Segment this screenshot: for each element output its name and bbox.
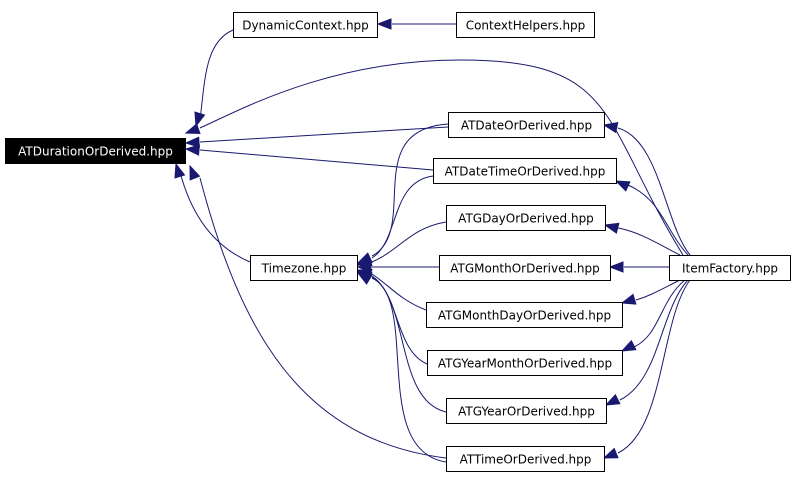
edge-line [619, 279, 689, 401]
node-box [5, 138, 186, 164]
edge-itemfactory-to-atdate [602, 122, 691, 256]
node-atgmonthday[interactable]: ATGMonthDayOrDerived.hpp [426, 302, 623, 328]
arrowhead-icon [194, 111, 206, 128]
edge-itemfactory-to-atgyear [604, 279, 689, 406]
edges-layer [174, 18, 691, 463]
edge-atdate-to-atduration [184, 126, 449, 148]
edge-atdatetime-to-atduration [184, 144, 434, 171]
node-box [250, 255, 358, 281]
edge-attime-to-atduration [189, 164, 447, 459]
edge-line [199, 59, 684, 256]
edge-line [617, 227, 681, 256]
node-box [439, 255, 611, 281]
edge-line [371, 221, 447, 263]
arrowhead-icon [604, 393, 621, 406]
edge-line [635, 279, 681, 301]
edge-line [371, 123, 449, 257]
edge-dynamiccontext-to-atduration [194, 29, 234, 128]
edge-atgyearmonth-to-timezone [356, 270, 428, 365]
node-label: DynamicContext.hpp [242, 19, 369, 33]
node-label: ATGYearOrDerived.hpp [458, 405, 595, 419]
node-atduration[interactable]: ATDurationOrDerived.hpp [5, 138, 186, 164]
arrowhead-icon [620, 293, 637, 305]
edge-itemfactory-to-atdatetime [614, 180, 689, 256]
node-label: ATDateTimeOrDerived.hpp [445, 165, 606, 179]
node-box [446, 205, 606, 231]
edge-line [199, 126, 449, 143]
arrowhead-icon [608, 261, 624, 273]
arrowhead-icon [614, 180, 631, 192]
node-label: ATGMonthDayOrDerived.hpp [438, 309, 611, 323]
edge-line [633, 279, 686, 348]
edge-itemfactory-to-atduration [184, 59, 684, 256]
arrowhead-icon [602, 122, 619, 134]
edge-line [199, 29, 234, 121]
arrowhead-icon [184, 136, 200, 148]
edge-line [371, 276, 447, 413]
edge-itemfactory-to-atgday [603, 222, 681, 256]
node-box [433, 158, 617, 184]
edge-line [371, 277, 447, 463]
node-box [669, 255, 791, 281]
node-label: ATDurationOrDerived.hpp [18, 145, 173, 159]
arrowhead-icon [184, 123, 201, 134]
edge-atdatetime-to-timezone [356, 175, 434, 265]
node-box [233, 12, 378, 38]
edge-line [371, 273, 427, 311]
edge-itemfactory-to-atgyearmonth [620, 279, 686, 352]
edge-contexthelpers-to-dynamiccontext [376, 18, 456, 30]
node-label: Timezone.hpp [261, 262, 347, 276]
edge-itemfactory-to-atgmonth [608, 261, 669, 273]
arrowhead-icon [602, 447, 619, 459]
node-atgyear[interactable]: ATGYearOrDerived.hpp [446, 398, 607, 424]
edge-line [199, 177, 447, 459]
edge-line [617, 279, 691, 454]
arrowhead-icon [603, 222, 620, 234]
node-dynamiccontext[interactable]: DynamicContext.hpp [233, 12, 378, 38]
node-label: ATGDayOrDerived.hpp [458, 212, 594, 226]
node-atdatetime[interactable]: ATDateTimeOrDerived.hpp [433, 158, 617, 184]
edge-itemfactory-to-attime [602, 279, 691, 459]
node-atgmonth[interactable]: ATGMonthOrDerived.hpp [439, 255, 611, 281]
node-box [427, 350, 623, 376]
node-atdate[interactable]: ATDateOrDerived.hpp [448, 112, 605, 138]
edge-atgday-to-timezone [356, 221, 447, 266]
node-box [446, 398, 607, 424]
node-label: ATDateOrDerived.hpp [461, 119, 592, 133]
edge-line [199, 149, 434, 171]
node-itemfactory[interactable]: ItemFactory.hpp [669, 255, 791, 281]
edge-line [627, 184, 689, 256]
arrowhead-icon [620, 339, 637, 352]
node-box [426, 302, 623, 328]
node-label: ATGYearMonthOrDerived.hpp [438, 357, 612, 371]
node-attime[interactable]: ATTimeOrDerived.hpp [446, 446, 605, 472]
edge-timezone-to-atduration [174, 162, 251, 263]
edge-line [371, 175, 434, 259]
edge-itemfactory-to-atgmonthday [620, 279, 681, 305]
edge-line [617, 127, 691, 256]
edge-line [179, 171, 251, 263]
node-atgyearmonth[interactable]: ATGYearMonthOrDerived.hpp [427, 350, 623, 376]
node-label: ATGMonthOrDerived.hpp [450, 262, 600, 276]
arrowhead-icon [184, 144, 200, 156]
edge-attime-to-timezone [356, 272, 447, 463]
edge-atgyear-to-timezone [356, 271, 447, 413]
arrowhead-icon [356, 272, 373, 285]
arrowhead-icon [174, 162, 186, 179]
node-timezone[interactable]: Timezone.hpp [250, 255, 358, 281]
node-label: ItemFactory.hpp [682, 262, 778, 276]
nodes-layer: ATDurationOrDerived.hpp DynamicContext.hp… [5, 12, 791, 472]
node-label: ATTimeOrDerived.hpp [460, 453, 592, 467]
node-contexthelpers[interactable]: ContextHelpers.hpp [456, 12, 595, 38]
edge-line [371, 275, 428, 365]
node-box [456, 12, 595, 38]
node-atgday[interactable]: ATGDayOrDerived.hpp [446, 205, 606, 231]
node-box [446, 446, 605, 472]
node-label: ContextHelpers.hpp [466, 19, 586, 33]
node-box [448, 112, 605, 138]
arrowhead-icon [189, 164, 201, 181]
arrowhead-icon [376, 18, 392, 30]
